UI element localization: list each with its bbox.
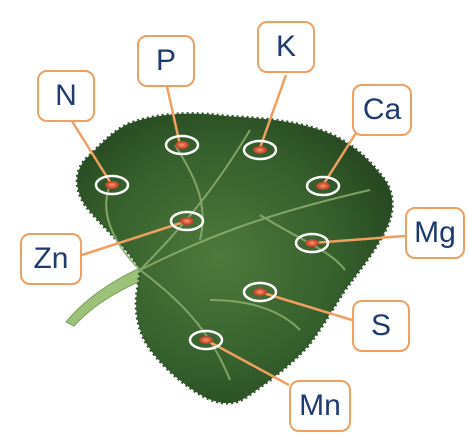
label-n: N [37,70,95,122]
label-k: K [257,21,315,73]
label-mg: Mg [405,207,465,259]
label-mn: Mn [289,380,351,432]
label-p: P [137,35,195,87]
label-s: S [352,300,410,352]
label-ca: Ca [352,84,412,136]
leaf-blade [77,114,392,404]
label-zn: Zn [20,233,82,285]
